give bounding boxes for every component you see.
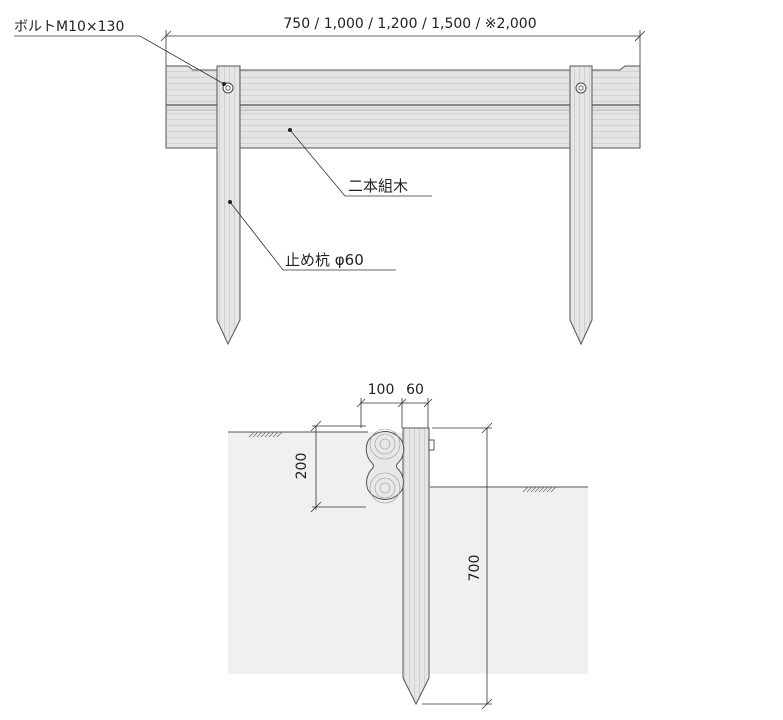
log-cross-section: [365, 428, 405, 504]
front-view: 750 / 1,000 / 1,200 / 1,500 / ※2,000: [14, 16, 646, 346]
stake-section: [402, 427, 430, 706]
stake-leader-line: [229, 201, 396, 271]
stake-label: 止め杭 φ60: [285, 251, 364, 269]
width-options-label: 750 / 1,000 / 1,200 / 1,500 / ※2,000: [283, 16, 536, 32]
stake-left: [216, 65, 241, 346]
bolt-icon: [575, 82, 587, 94]
depth-dimension-line: [422, 422, 493, 710]
bolt-leader-line: [14, 35, 225, 85]
height-dimension-line: [310, 420, 366, 513]
section-view: 100 60 200 700: [228, 382, 588, 710]
bolt-icon: [222, 82, 234, 94]
ground-hatch-icon: [522, 486, 557, 493]
width-dimension-line: [160, 30, 646, 68]
ground-hatch-icon: [248, 431, 283, 438]
leader-dot: [222, 82, 226, 86]
dim-stake-diameter: 60: [406, 382, 424, 398]
bolt-label: ボルトM10×130: [14, 19, 124, 35]
ground-surface-line: [228, 431, 588, 488]
log-leader-line: [289, 129, 432, 197]
stake-right: [569, 65, 593, 346]
leader-dot: [288, 128, 292, 132]
dim-log-height: 200: [294, 453, 310, 480]
top-dimension-lines: [356, 398, 433, 428]
twin-log-beam: [165, 65, 641, 149]
leader-dot: [228, 200, 232, 204]
bolt-head-icon: [428, 439, 435, 451]
dim-log-diameter: 100: [368, 382, 395, 398]
log-label: 二本組木: [348, 177, 408, 195]
dim-stake-depth: 700: [467, 555, 483, 582]
